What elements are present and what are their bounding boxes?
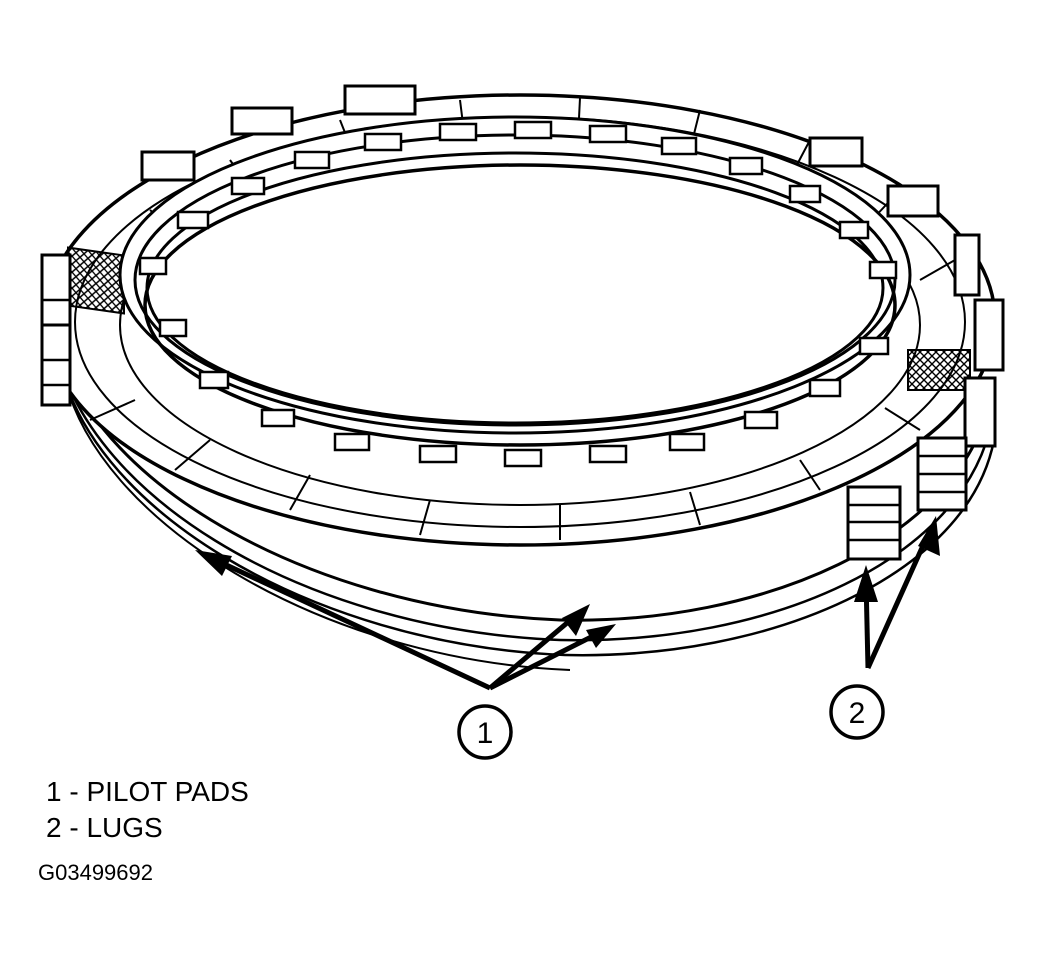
callout-2-number: 2 bbox=[849, 697, 866, 730]
callout-1-arrowheads bbox=[195, 550, 616, 648]
legend: 1 - PILOT PADS 2 - LUGS bbox=[46, 774, 249, 846]
pilot-pad-left bbox=[67, 246, 125, 315]
lug-stack-lines bbox=[42, 298, 966, 542]
callout-1: 1 bbox=[457, 704, 513, 760]
figure-id: G03499692 bbox=[38, 860, 153, 885]
callout-2: 2 bbox=[829, 684, 885, 740]
legend-item-pilot-pads: 1 - PILOT PADS bbox=[46, 776, 249, 807]
callout-2-arrowheads bbox=[854, 516, 940, 602]
disc-stack-sides bbox=[46, 299, 996, 671]
legend-item-lugs: 2 - LUGS bbox=[46, 812, 163, 843]
inner-spline-teeth bbox=[138, 120, 898, 468]
callout-1-leaders bbox=[203, 552, 607, 691]
pilot-pad-right bbox=[907, 349, 971, 391]
outer-lugs bbox=[40, 84, 1005, 561]
callout-1-number: 1 bbox=[477, 717, 494, 750]
